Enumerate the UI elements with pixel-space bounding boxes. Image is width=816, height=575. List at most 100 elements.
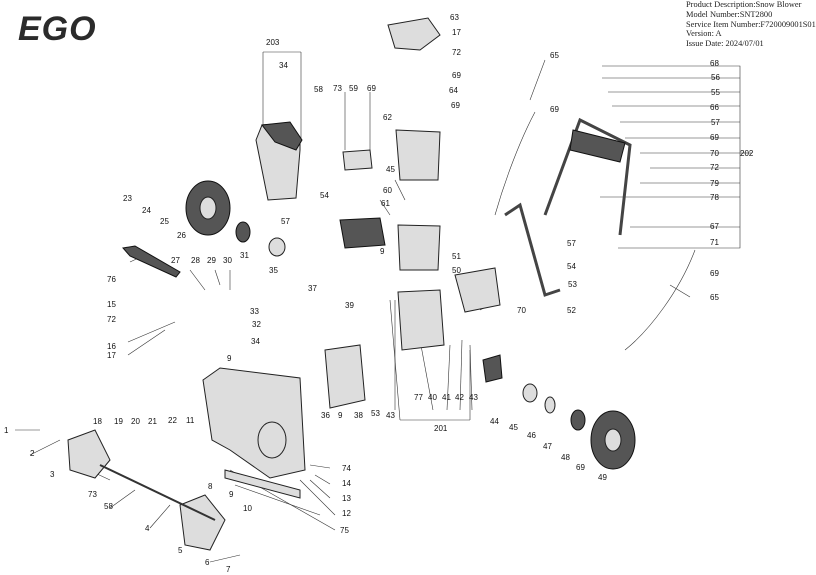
callout-46: 46 — [527, 431, 536, 440]
auger-shaft — [99, 464, 216, 521]
callout-50: 50 — [452, 266, 461, 275]
battery-bracket — [342, 149, 373, 171]
callout-54: 54 — [567, 262, 576, 271]
callout-53: 53 — [568, 280, 577, 289]
cable-left — [494, 111, 536, 216]
callout-67: 67 — [710, 222, 719, 231]
callout-62: 62 — [383, 113, 392, 122]
issue-date: Issue Date: 2024/07/01 — [686, 39, 764, 49]
battery-tray — [397, 224, 441, 271]
left-drive-gear — [235, 221, 251, 243]
callout-79: 79 — [710, 179, 719, 188]
callout-38: 38 — [354, 411, 363, 420]
callout-69: 69 — [710, 133, 719, 142]
callout-70: 70 — [517, 306, 526, 315]
right-drive-gear — [570, 409, 586, 431]
callout-1: 1 — [4, 426, 9, 435]
callout-72: 72 — [710, 163, 719, 172]
callout-20: 20 — [131, 417, 140, 426]
callout-25: 25 — [160, 217, 169, 226]
callout-69: 69 — [710, 269, 719, 278]
callout-9: 9 — [380, 247, 385, 256]
callout-30: 30 — [223, 256, 232, 265]
callout-71: 71 — [710, 238, 719, 247]
right-wheel-hub — [604, 428, 622, 452]
callout-68: 68 — [710, 59, 719, 68]
callout-72: 72 — [452, 48, 461, 57]
callout-61: 61 — [381, 199, 390, 208]
callout-57: 57 — [281, 217, 290, 226]
callout-2: 2 — [30, 449, 35, 458]
callout-45: 45 — [509, 423, 518, 432]
callout-24: 24 — [142, 206, 151, 215]
callout-65: 65 — [710, 293, 719, 302]
callout-15: 15 — [107, 300, 116, 309]
callout-69: 69 — [576, 463, 585, 472]
callout-22: 22 — [168, 416, 177, 425]
callout-23: 23 — [123, 194, 132, 203]
callout-44: 44 — [490, 417, 499, 426]
callout-49: 49 — [598, 473, 607, 482]
callout-201: 201 — [434, 424, 448, 433]
upper-handle — [543, 117, 632, 236]
callout-17: 17 — [107, 351, 116, 360]
callout-48: 48 — [561, 453, 570, 462]
callout-4: 4 — [145, 524, 150, 533]
callout-66: 66 — [710, 103, 719, 112]
callout-26: 26 — [177, 231, 186, 240]
callout-36: 36 — [321, 411, 330, 420]
product-info-block: Product Description:Snow Blower Model Nu… — [686, 0, 816, 49]
callout-51: 51 — [452, 252, 461, 261]
callout-40: 40 — [428, 393, 437, 402]
callout-75: 75 — [340, 526, 349, 535]
gearbox — [324, 344, 366, 409]
callout-43: 43 — [386, 411, 395, 420]
callout-65: 65 — [550, 51, 559, 60]
right-gear-cover — [482, 354, 503, 383]
callout-45: 45 — [386, 165, 395, 174]
callout-64: 64 — [449, 86, 458, 95]
callout-55: 55 — [711, 88, 720, 97]
callout-74: 74 — [342, 464, 351, 473]
callout-35: 35 — [269, 266, 278, 275]
callout-59: 59 — [349, 84, 358, 93]
callout-52: 52 — [567, 306, 576, 315]
callout-37: 37 — [308, 284, 317, 293]
callout-34: 34 — [251, 337, 260, 346]
callout-56: 56 — [711, 73, 720, 82]
callout-18: 18 — [93, 417, 102, 426]
battery-compartment — [395, 129, 441, 181]
callout-9: 9 — [227, 354, 232, 363]
callout-60: 60 — [383, 186, 392, 195]
callout-41: 41 — [442, 393, 451, 402]
callout-34: 34 — [279, 61, 288, 70]
callout-42: 42 — [455, 393, 464, 402]
callout-17: 17 — [452, 28, 461, 37]
callout-73: 73 — [88, 490, 97, 499]
auger-housing-port — [257, 421, 287, 459]
callout-69: 69 — [550, 105, 559, 114]
callout-63: 63 — [450, 13, 459, 22]
callout-32: 32 — [252, 320, 261, 329]
ego-logo: EGO — [18, 10, 97, 48]
callout-69: 69 — [451, 101, 460, 110]
impeller-right — [179, 494, 226, 551]
callout-16: 16 — [107, 342, 116, 351]
callout-47: 47 — [543, 442, 552, 451]
callout-8: 8 — [208, 482, 213, 491]
callout-69: 69 — [452, 71, 461, 80]
callout-54: 54 — [320, 191, 329, 200]
callout-70: 70 — [710, 149, 719, 158]
callout-29: 29 — [207, 256, 216, 265]
auger-housing — [202, 367, 306, 479]
callout-78: 78 — [710, 193, 719, 202]
callout-10: 10 — [243, 504, 252, 513]
control-panel — [569, 129, 626, 163]
callout-43: 43 — [469, 393, 478, 402]
cable-right — [624, 249, 696, 351]
callout-33: 33 — [250, 307, 259, 316]
left-wheel-hub — [199, 196, 217, 220]
chute-deflector — [261, 121, 303, 151]
